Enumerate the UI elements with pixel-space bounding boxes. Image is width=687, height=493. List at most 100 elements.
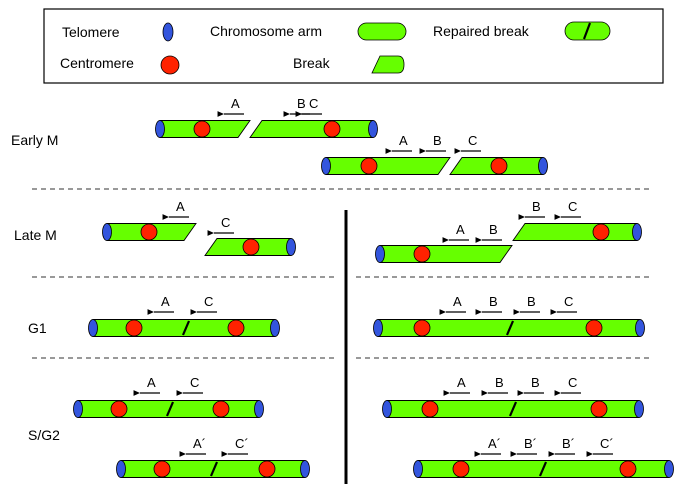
telomere [286,238,296,256]
repaired-break-mark [165,401,175,417]
telomere [538,157,548,175]
arrow-label-b: B [489,294,498,309]
centromere [227,319,245,337]
repaired-break-mark [538,461,548,477]
centromere [153,460,171,478]
telomere [632,223,642,241]
arrow-label-c: C [309,96,318,111]
arrow-label-a: A [147,375,156,390]
separators [32,188,652,359]
telomere [634,400,644,418]
repaired-break-mark [508,401,518,417]
centromere [619,460,637,478]
arrow-label-a: A [176,199,185,214]
telomere [321,157,331,175]
chromosome-arm [325,157,451,175]
centromere [140,223,158,241]
centromere [360,157,378,175]
arrow-label-a: A [453,294,462,309]
arrow-label-a: A [457,375,466,390]
stage-label-g1: G1 [28,320,47,336]
chromosome-arm [512,223,638,241]
centromere [452,460,470,478]
telomere [73,400,83,418]
arrow-label-b: B [531,375,540,390]
centromere [258,460,276,478]
telomere [368,120,378,138]
arrow-label-c: C [568,199,577,214]
arrow-label-a: A [231,96,240,111]
centromere [413,319,431,337]
arrow-label-c: C [190,375,199,390]
chromosome-arm-icon [357,22,407,41]
centromere [110,400,128,418]
telomere [88,319,98,337]
arrow-label-b: B [297,96,306,111]
stage-labels: Early M Late M G1 S/G2 [11,132,60,443]
telomere [382,400,392,418]
telomere [373,319,383,337]
centromere [592,223,610,241]
stage-label-late-m: Late M [14,227,57,243]
arrow-label-b: B [489,222,498,237]
arrow-label-c: C [568,375,577,390]
arrow-label-c: C [204,294,213,309]
chromosome-arm [379,245,513,263]
stage-label-early-m: Early M [11,132,58,148]
telomere [635,319,645,337]
centromere [585,319,603,337]
legend-break-label: Break [293,55,331,71]
telomere [664,460,674,478]
arrow-label-a-prime: A´ [193,436,206,451]
arrow-label-b: B [495,375,504,390]
arrow-label-b: B [532,199,541,214]
telomere-icon [162,22,174,42]
chromosomes [73,120,674,478]
break-icon [371,55,405,74]
legend-telomere-label: Telomere [62,24,120,40]
repaired-break-mark [505,320,515,336]
telomere [116,460,126,478]
telomere [413,460,423,478]
repaired-break-mark [582,22,592,40]
centromere [413,245,431,263]
arrow-label-b: B [433,133,442,148]
arrow-label-b: B [527,294,536,309]
arrow-label-b-prime: B´ [524,436,537,451]
legend-repaired-break-label: Repaired break [433,23,530,39]
arrow-label-a: A [161,294,170,309]
centromere [490,157,508,175]
arrow-label-a: A [456,222,465,237]
legend-centromere-label: Centromere [60,55,134,71]
telomere [155,120,165,138]
arrow-label-a: A [399,133,408,148]
centromere [125,319,143,337]
arrow-label-c: C [221,215,230,230]
arrow-label-a-prime: A´ [488,436,501,451]
telomere [102,223,112,241]
telomere [375,245,385,263]
legend-box [43,8,664,84]
arrow-label-c-prime: C´ [600,436,614,451]
telomere [254,400,264,418]
legend: Telomere Centromere Chromosome arm Break… [43,8,664,84]
centromere [421,400,439,418]
arrow-label-b-prime: B´ [562,436,575,451]
arrow-label-c-prime: C´ [235,436,249,451]
telomere [300,460,310,478]
centromere [212,400,230,418]
telomere [270,319,280,337]
centromere [323,120,341,138]
repaired-break-mark [181,320,191,336]
centromere [590,400,608,418]
legend-chromosome-arm-label: Chromosome arm [210,23,322,39]
centromere-icon [160,55,180,75]
repaired-break-mark [209,461,219,477]
centromere [193,120,211,138]
centromere [242,238,260,256]
stage-label-s-g2: S/G2 [28,427,60,443]
arrow-label-c: C [468,133,477,148]
arrow-label-c: C [564,294,573,309]
